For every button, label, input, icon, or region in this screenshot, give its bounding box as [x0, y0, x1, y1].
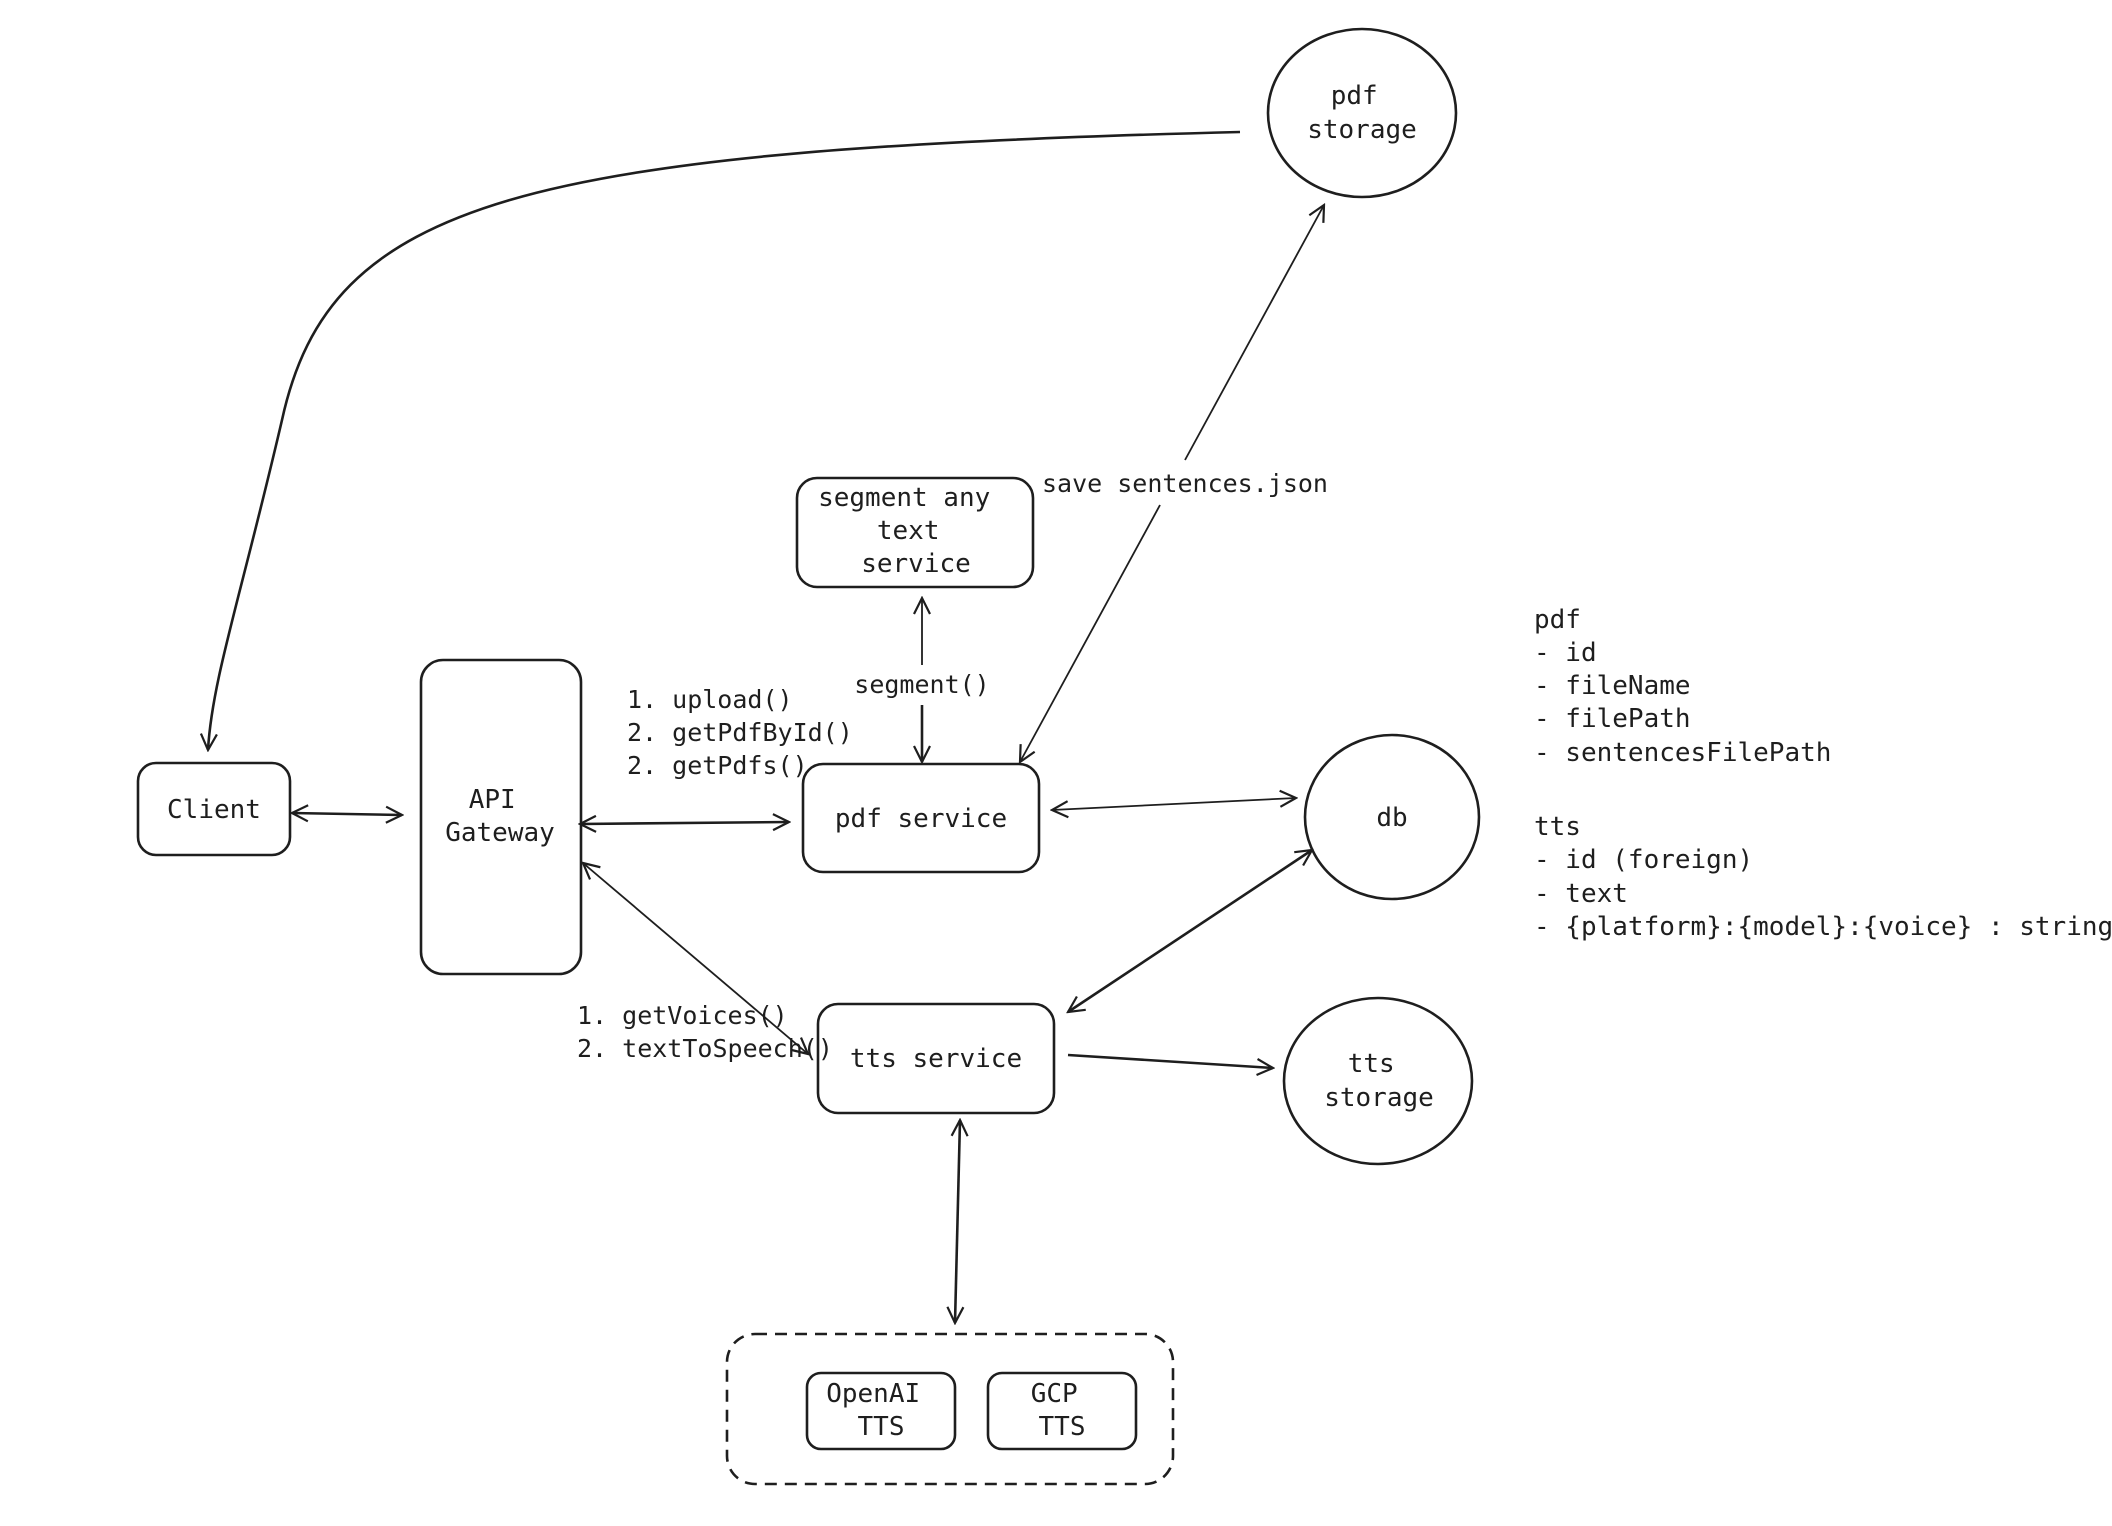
edge-label-save-sentences: save sentences.json — [1042, 469, 1328, 498]
edge-pdf-service-pdf-storage-lower — [1020, 504, 1161, 762]
node-pdf-service-label: pdf service — [835, 804, 1007, 834]
node-pdf-storage-label: pdf storage — [1307, 81, 1417, 145]
node-pdf-storage[interactable]: pdf storage — [1266, 27, 1458, 199]
node-openai-tts-label: OpenAI TTS — [826, 1379, 936, 1442]
node-tts-service-label: tts service — [850, 1044, 1022, 1074]
node-db[interactable]: db — [1303, 733, 1481, 901]
edge-tts-service-providers — [955, 1120, 960, 1323]
edges — [208, 130, 1324, 1323]
edge-api-gateway-tts-service — [583, 863, 808, 1054]
node-db-label: db — [1376, 803, 1407, 833]
edge-label-tts-endpoints: 1. getVoices() 2. textToSpeech() — [577, 1001, 833, 1063]
edge-pdf-storage-to-client — [208, 130, 1241, 750]
node-api-gateway[interactable]: API Gateway — [419, 658, 583, 976]
node-tts-storage[interactable]: tts storage — [1282, 996, 1474, 1166]
edge-tts-service-db — [1068, 850, 1312, 1012]
node-gcp-tts-label: GCP TTS — [1031, 1379, 1094, 1442]
node-tts-service[interactable]: tts service — [816, 1002, 1056, 1115]
edge-label-pdf-endpoints: 1. upload() 2. getPdfById() 2. getPdfs() — [627, 685, 868, 780]
edge-pdf-service-db — [1052, 798, 1296, 810]
node-openai-tts[interactable]: OpenAI TTS — [805, 1371, 957, 1451]
node-client[interactable]: Client — [136, 761, 292, 857]
edge-api-gateway-pdf-service — [580, 822, 789, 824]
node-api-gateway-label: API Gateway — [445, 785, 555, 848]
tts-provider-group — [725, 1332, 1175, 1486]
edge-client-api-gateway — [292, 813, 402, 815]
node-gcp-tts[interactable]: GCP TTS — [986, 1371, 1138, 1451]
schema-pdf: pdf - id - fileName - filePath - sentenc… — [1534, 605, 1831, 768]
edge-pdf-service-pdf-storage-upper — [1184, 205, 1324, 461]
node-segment-service-label: segment any text service — [818, 483, 1006, 579]
node-segment-service[interactable]: segment any text service — [795, 476, 1035, 589]
node-client-label: Client — [167, 795, 261, 825]
schema-tts: tts - id (foreign) - text - {platform}:{… — [1534, 812, 2112, 942]
edge-label-segment: segment() — [854, 670, 989, 699]
node-tts-storage-label: tts storage — [1324, 1049, 1434, 1113]
node-pdf-service[interactable]: pdf service — [801, 762, 1041, 874]
edge-tts-service-tts-storage — [1067, 1053, 1273, 1068]
